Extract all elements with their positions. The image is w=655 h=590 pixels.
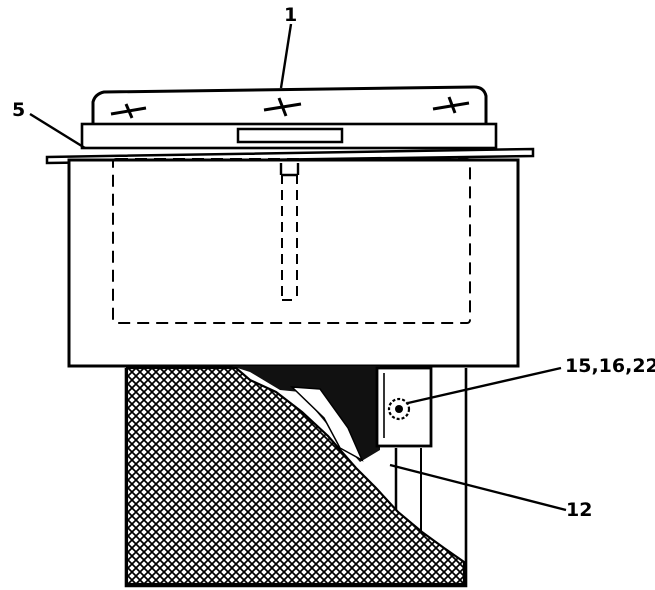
shaft-top xyxy=(279,163,300,177)
crosshatched-section xyxy=(125,366,466,586)
main-housing xyxy=(67,158,520,368)
callout-label-12: 12 xyxy=(566,499,592,521)
center-bracket xyxy=(236,127,344,144)
callout-label-1: 1 xyxy=(284,4,297,26)
hidden-shaft xyxy=(281,174,298,301)
hidden-inner-outline xyxy=(112,158,471,324)
leader-lines xyxy=(29,23,567,512)
side-component-box xyxy=(375,366,433,448)
dial-icon xyxy=(387,397,411,421)
lid-cover xyxy=(91,85,488,131)
callout-label-15-16-22: 15,16,22 xyxy=(565,355,655,377)
cutaway-highlight xyxy=(289,386,364,462)
lid-symbol-marks xyxy=(110,96,470,119)
callout-label-5: 5 xyxy=(12,99,25,121)
